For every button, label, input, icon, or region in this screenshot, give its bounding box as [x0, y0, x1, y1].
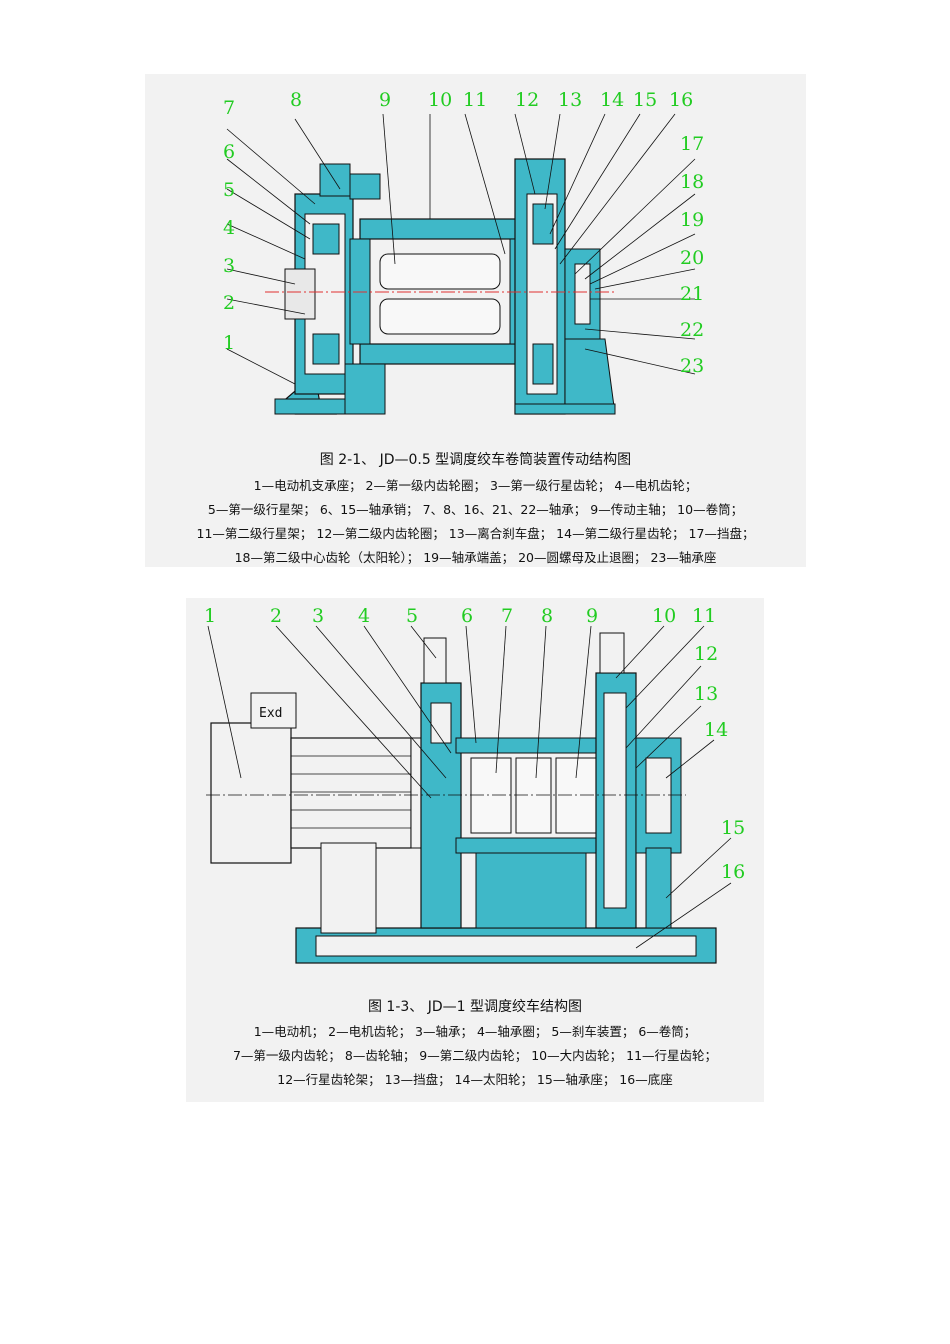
figure1-legend-line: 18—第二级中心齿轮（太阳轮）； 19—轴承端盖； 20—圆螺母及止退圈； 23… [234, 550, 717, 565]
sun-gear [645, 757, 672, 834]
drum-lower-support-left [344, 363, 386, 415]
callout2-12: 12 [694, 643, 718, 665]
figure2-legend: 1—电动机； 2—电机齿轮； 3—轴承； 4—轴承圈； 5—刹车装置； 6—卷筒… [186, 1020, 764, 1092]
second-planet-upper [532, 203, 554, 245]
callout-top-5: 12 [515, 89, 539, 111]
figure2-legend-line: 1—电动机； 2—电机齿轮； 3—轴承； 4—轴承圈； 5—刹车装置； 6—卷筒… [253, 1024, 697, 1039]
callout-left-2: 2 [223, 292, 235, 314]
flange-upper [349, 173, 381, 200]
callout-right-17: 17 [680, 133, 704, 155]
callout-top-8: 15 [633, 89, 657, 111]
winch-drum-transmission-drawing: 8 9 10 11 12 13 14 15 16 7 6 5 4 3 2 1 1… [223, 89, 704, 415]
motor-fins [291, 755, 411, 829]
figure1-legend-line: 5—第一级行星架； 6、15—轴承销； 7、8、16、21、22—轴承； 9—传… [207, 502, 744, 517]
planet-carrier [603, 692, 627, 909]
callout-left-5: 5 [223, 179, 235, 201]
callout-top-1: 8 [290, 89, 302, 111]
callout-left-6: 6 [223, 141, 235, 163]
drum-pedestal [475, 852, 587, 929]
first-internal-gear [470, 757, 512, 834]
junction-box [250, 692, 297, 729]
callout2-16: 16 [721, 861, 745, 883]
callout-right-19: 19 [680, 209, 704, 231]
motor-nameplate: Exd [259, 706, 282, 721]
gear-shaft [515, 757, 552, 834]
callout-top-2: 9 [379, 89, 391, 111]
callout2-5: 5 [406, 605, 418, 627]
base-cavity [315, 935, 697, 957]
right-foot [514, 403, 616, 415]
callout-top-3: 10 [428, 89, 452, 111]
figure1-legend: 1—电动机支承座； 2—第一级内齿轮圈； 3—第一级行星齿轮； 4—电机齿轮； … [145, 474, 806, 570]
callout-top-4: 11 [463, 89, 487, 111]
callout-top-6: 13 [558, 89, 582, 111]
drum-lower-wall [359, 343, 521, 365]
callout-top-9: 16 [669, 89, 693, 111]
drum-bottom [455, 837, 602, 854]
figure1-caption: 图 2-1、 JD—0.5 型调度绞车卷筒装置传动结构图 [319, 452, 632, 468]
bearing-seat [645, 847, 672, 929]
brake-device [423, 637, 447, 684]
callout2-3: 3 [312, 605, 324, 627]
leader-lines-2 [207, 625, 732, 949]
callout2-8: 8 [541, 605, 553, 627]
motor-stand [320, 842, 377, 934]
callout2-10: 10 [652, 605, 676, 627]
callout2-11: 11 [692, 605, 716, 627]
callout2-1: 1 [204, 605, 216, 627]
figure-1-3-panel: Exd [186, 598, 764, 1102]
end-cap [574, 263, 591, 325]
callout-right-21: 21 [680, 283, 704, 305]
figure2-caption: 图 1-3、 JD—1 型调度绞车结构图 [367, 999, 583, 1015]
callout-right-23: 23 [680, 355, 704, 377]
figure2-legend-line: 12—行星齿轮架； 13—挡盘； 14—太阳轮； 15—轴承座； 16—底座 [277, 1072, 673, 1087]
left-support-window [430, 702, 452, 744]
figure-2-1-panel: 8 9 10 11 12 13 14 15 16 7 6 5 4 3 2 1 1… [145, 74, 806, 567]
callout2-6: 6 [461, 605, 473, 627]
figure1-legend-line: 11—第二级行星架； 12—第二级内齿轮圈； 13—离合刹车盘； 14—第二级行… [196, 526, 755, 541]
right-brake [599, 632, 625, 674]
callout-right-22: 22 [680, 319, 704, 341]
main-shaft-lower [379, 298, 501, 335]
figure1-legend-line: 1—电动机支承座； 2—第一级内齿轮圈； 3—第一级行星齿轮； 4—电机齿轮； [253, 478, 698, 493]
callout2-14: 14 [704, 719, 728, 741]
callout-top-7: 14 [600, 89, 624, 111]
bearing-upper-left [319, 163, 351, 197]
motor-body-end [210, 722, 292, 864]
planet-gear-lower [312, 333, 340, 365]
callout-right-18: 18 [680, 171, 704, 193]
callout2-9: 9 [586, 605, 598, 627]
callout2-15: 15 [721, 817, 745, 839]
figure2-legend-line: 7—第一级内齿轮； 8—齿轮轴； 9—第二级内齿轮； 10—大内齿轮； 11—行… [232, 1048, 718, 1063]
callout-left-4: 4 [223, 217, 235, 239]
callout2-4: 4 [358, 605, 370, 627]
callout-left-7: 7 [223, 97, 235, 119]
callout2-2: 2 [270, 605, 282, 627]
second-internal-gear [555, 757, 597, 834]
callout-left-3: 3 [223, 255, 235, 277]
main-shaft-upper [379, 253, 501, 290]
motor-body [290, 737, 412, 849]
left-foot [274, 398, 346, 415]
callout2-7: 7 [501, 605, 513, 627]
motor-gear [284, 268, 316, 320]
winch-structure-drawing: Exd [204, 605, 745, 964]
callout2-13: 13 [694, 683, 718, 705]
leader-lines [226, 113, 696, 385]
callout-left-1: 1 [223, 332, 235, 354]
second-planet-lower [532, 343, 554, 385]
callouts-figure2: 1 2 3 4 5 6 7 8 9 10 11 12 13 14 15 16 [204, 605, 745, 883]
callout-right-20: 20 [680, 247, 704, 269]
callouts-figure1: 8 9 10 11 12 13 14 15 16 7 6 5 4 3 2 1 1… [223, 89, 704, 377]
planet-gear-upper [312, 223, 340, 255]
